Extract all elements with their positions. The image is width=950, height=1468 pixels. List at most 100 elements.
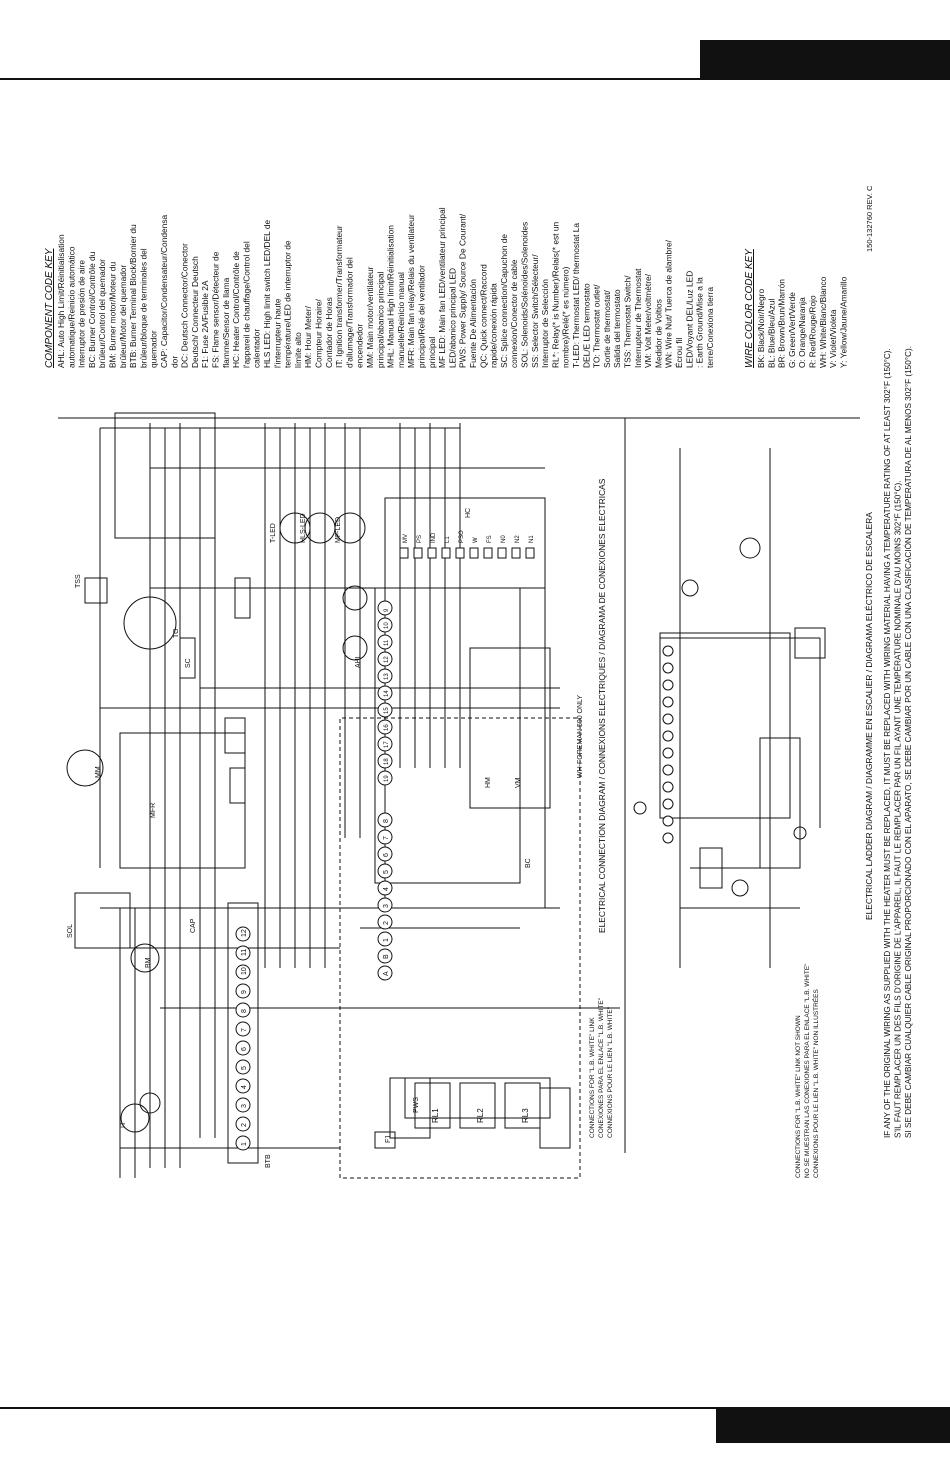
bc-right-terminal xyxy=(377,770,393,786)
ladder-hc-box xyxy=(659,632,791,819)
component-key-entry: quemador xyxy=(149,330,159,368)
bc-right-terminal-label: 11 xyxy=(384,639,390,646)
component-key-entry: dor xyxy=(169,356,179,368)
label-sol: SOL xyxy=(67,924,74,938)
component-key-entry: VM: Volt Meter/voltmètre/ xyxy=(643,273,653,368)
component-key-entry: : Earth Ground/Mise a la xyxy=(695,277,705,368)
label-hm: HM xyxy=(485,777,492,788)
ladder-diagram xyxy=(633,448,826,968)
header-tab xyxy=(700,40,950,80)
ladder-terminal xyxy=(662,781,674,793)
label-f1: F1 xyxy=(385,1135,392,1143)
hc-terminal xyxy=(427,547,437,559)
wire-key-entry: R: Red/Rouge/Rojo xyxy=(808,295,818,368)
btb-terminal xyxy=(235,1097,251,1113)
component-key-entry: Fuente De Alimentación xyxy=(468,279,478,368)
bc-terminal-label: 4 xyxy=(383,887,390,891)
btb-terminal xyxy=(235,1040,251,1056)
ladder-terminal xyxy=(662,747,674,759)
hc-box xyxy=(384,497,546,909)
bc-terminal-label: 8 xyxy=(383,819,390,823)
hc-terminal xyxy=(497,547,507,559)
btb-terminal xyxy=(235,926,251,942)
bc-right-terminal-label: 13 xyxy=(384,673,390,680)
warning-line: IF ANY OF THE ORIGINAL WIRING AS SUPPLIE… xyxy=(883,348,892,1138)
label-mf-led: MF-LED xyxy=(335,517,342,543)
btb-terminal-label: 2 xyxy=(241,1123,248,1127)
label-to: TO xyxy=(173,628,180,638)
label-bc: BC xyxy=(525,858,532,868)
hc-terminal xyxy=(399,547,409,559)
component-key-entry: manuelle/Reinicio manual xyxy=(396,272,406,368)
bc-terminal xyxy=(377,812,393,828)
bc-terminal-label: 3 xyxy=(383,904,390,908)
ahl-switch-top xyxy=(342,585,368,611)
component-key-entry: WN: Wire Nut/ Tuerca de alambre/ xyxy=(664,239,674,368)
component-key-entry: principal xyxy=(427,337,437,368)
bc-box xyxy=(374,587,521,884)
component-key-entry: brûleur/bloque de terminales del xyxy=(138,248,148,368)
component-key-entry: FS: Flame sensor/Détecteur de xyxy=(211,251,221,368)
lb-not-shown-note-line: NO SE MUESTRAN LAS CONEXIONES PARA EL EN… xyxy=(804,963,811,1178)
bc-terminal-label: 2 xyxy=(383,921,390,925)
wire-key-title: WIRE COLOR CODE KEY xyxy=(744,248,755,368)
bc-right-terminal xyxy=(377,634,393,650)
burner-motor xyxy=(130,943,160,973)
component-key-entry: principal/Relé del ventilador xyxy=(417,265,427,368)
hc-terminal xyxy=(483,547,493,559)
fuse-f1 xyxy=(374,1131,396,1149)
ladder-terminal xyxy=(662,662,674,674)
hc-terminal-label: N1 xyxy=(529,535,535,543)
thermostat-outlet xyxy=(123,596,177,650)
component-key-entry: flamme/Sensor de llama xyxy=(221,277,231,368)
component-key-entry: TSS: Thermostat Switch/ xyxy=(623,275,633,368)
component-code-key: COMPONENT CODE KEY xyxy=(44,247,55,368)
lb-connection-note-line: CONEXIONES PARA EL ENLACE "L.B. WHITE" xyxy=(598,997,605,1138)
main-motor xyxy=(66,749,104,787)
bc-terminal xyxy=(377,931,393,947)
lb-not-shown-note-line: CONNEXIONS POUR LE LIEN "L.B. WHITE" NON… xyxy=(811,989,820,1178)
btb-terminal xyxy=(235,1002,251,1018)
component-key-entry: QC: Quick connect/Raccord xyxy=(478,264,488,368)
component-key-entry: terre/Conexiona tierra xyxy=(705,287,715,368)
btb-terminal-label: 7 xyxy=(241,1028,248,1032)
component-key-entry: Interrupteur de Thermostat xyxy=(633,268,643,368)
label-ahl: AHL xyxy=(355,654,362,668)
bc-terminal xyxy=(377,948,393,964)
component-key-entry: MM: Main motor/ventilateur xyxy=(365,266,375,368)
bc-right-terminal xyxy=(377,736,393,752)
lb-connection-note-line: CONNECTIONS FOR "L.B. WHITE" LINK xyxy=(589,1017,596,1138)
bc-right-terminal-label: 14 xyxy=(384,690,390,697)
label-vm: VM xyxy=(515,777,522,788)
btb-terminal xyxy=(235,1116,251,1132)
component-key-entry: rapide/conexión rápida xyxy=(489,283,499,368)
pws-terminal-box xyxy=(389,1077,431,1139)
bc-right-terminal-label: 18 xyxy=(384,758,390,765)
bc-right-terminal xyxy=(377,617,393,633)
ladder-terminal-block xyxy=(759,737,801,869)
component-key-entry: l'appareil de chauffage/Control del xyxy=(241,241,251,368)
component-key-title: COMPONENT CODE KEY xyxy=(44,247,55,368)
component-key-entry: température/LED de interruptor de xyxy=(283,240,293,368)
bc-terminal-label: 5 xyxy=(383,870,390,874)
solenoid-box xyxy=(74,892,131,949)
bc-right-terminal-label: 17 xyxy=(384,741,390,748)
bc-right-terminal-label: 12 xyxy=(384,656,390,663)
component-key-entry: brûleur/Control del quemador xyxy=(97,259,107,368)
component-key-entry: SC: Splice connection/Capuchon de xyxy=(499,234,509,368)
component-key-entry: MF LED: Main fan LED/ventilateur princip… xyxy=(437,207,447,368)
bc-right-terminal-label: 19 xyxy=(384,775,390,782)
component-key-entry: DEL/E LED termostato xyxy=(581,283,591,368)
component-key-entry: SOL: Solenoids/Solénoïdes/Solenoides xyxy=(520,222,530,368)
bc-terminal xyxy=(377,863,393,879)
relay-label: RL2 xyxy=(476,1108,485,1123)
ladder-terminal xyxy=(662,815,674,827)
thermostat-switch xyxy=(84,577,108,604)
bc-terminal-label: 7 xyxy=(383,836,390,840)
bc-terminal xyxy=(377,897,393,913)
